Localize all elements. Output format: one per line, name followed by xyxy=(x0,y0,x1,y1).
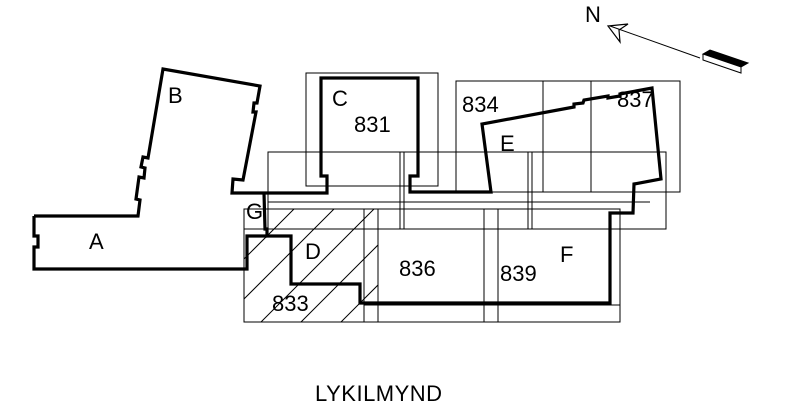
section-label-837: 837 xyxy=(617,87,654,112)
building-label-a: A xyxy=(89,229,104,254)
north-arrow: N xyxy=(585,2,750,74)
section-label-833: 833 xyxy=(272,291,309,316)
building-label-e: E xyxy=(500,131,515,156)
hatched-area-d xyxy=(244,209,378,322)
building-labels: A B C D E F G xyxy=(89,83,573,267)
section-label-839: 839 xyxy=(500,261,537,286)
section-label-834: 834 xyxy=(462,92,499,117)
north-label: N xyxy=(585,2,601,27)
section-label-831: 831 xyxy=(354,112,391,137)
building-label-f: F xyxy=(560,242,573,267)
diagram-title: LYKILMYND xyxy=(315,381,443,406)
building-label-d: D xyxy=(305,239,321,264)
section-labels: 831 833 834 836 837 839 xyxy=(272,87,654,316)
north-arrow-scale-icon xyxy=(701,49,750,74)
building-label-c: C xyxy=(332,86,348,111)
building-label-g: G xyxy=(246,199,263,224)
building-a-b-outline xyxy=(32,67,663,305)
section-label-836: 836 xyxy=(399,256,436,281)
building-label-b: B xyxy=(168,83,183,108)
